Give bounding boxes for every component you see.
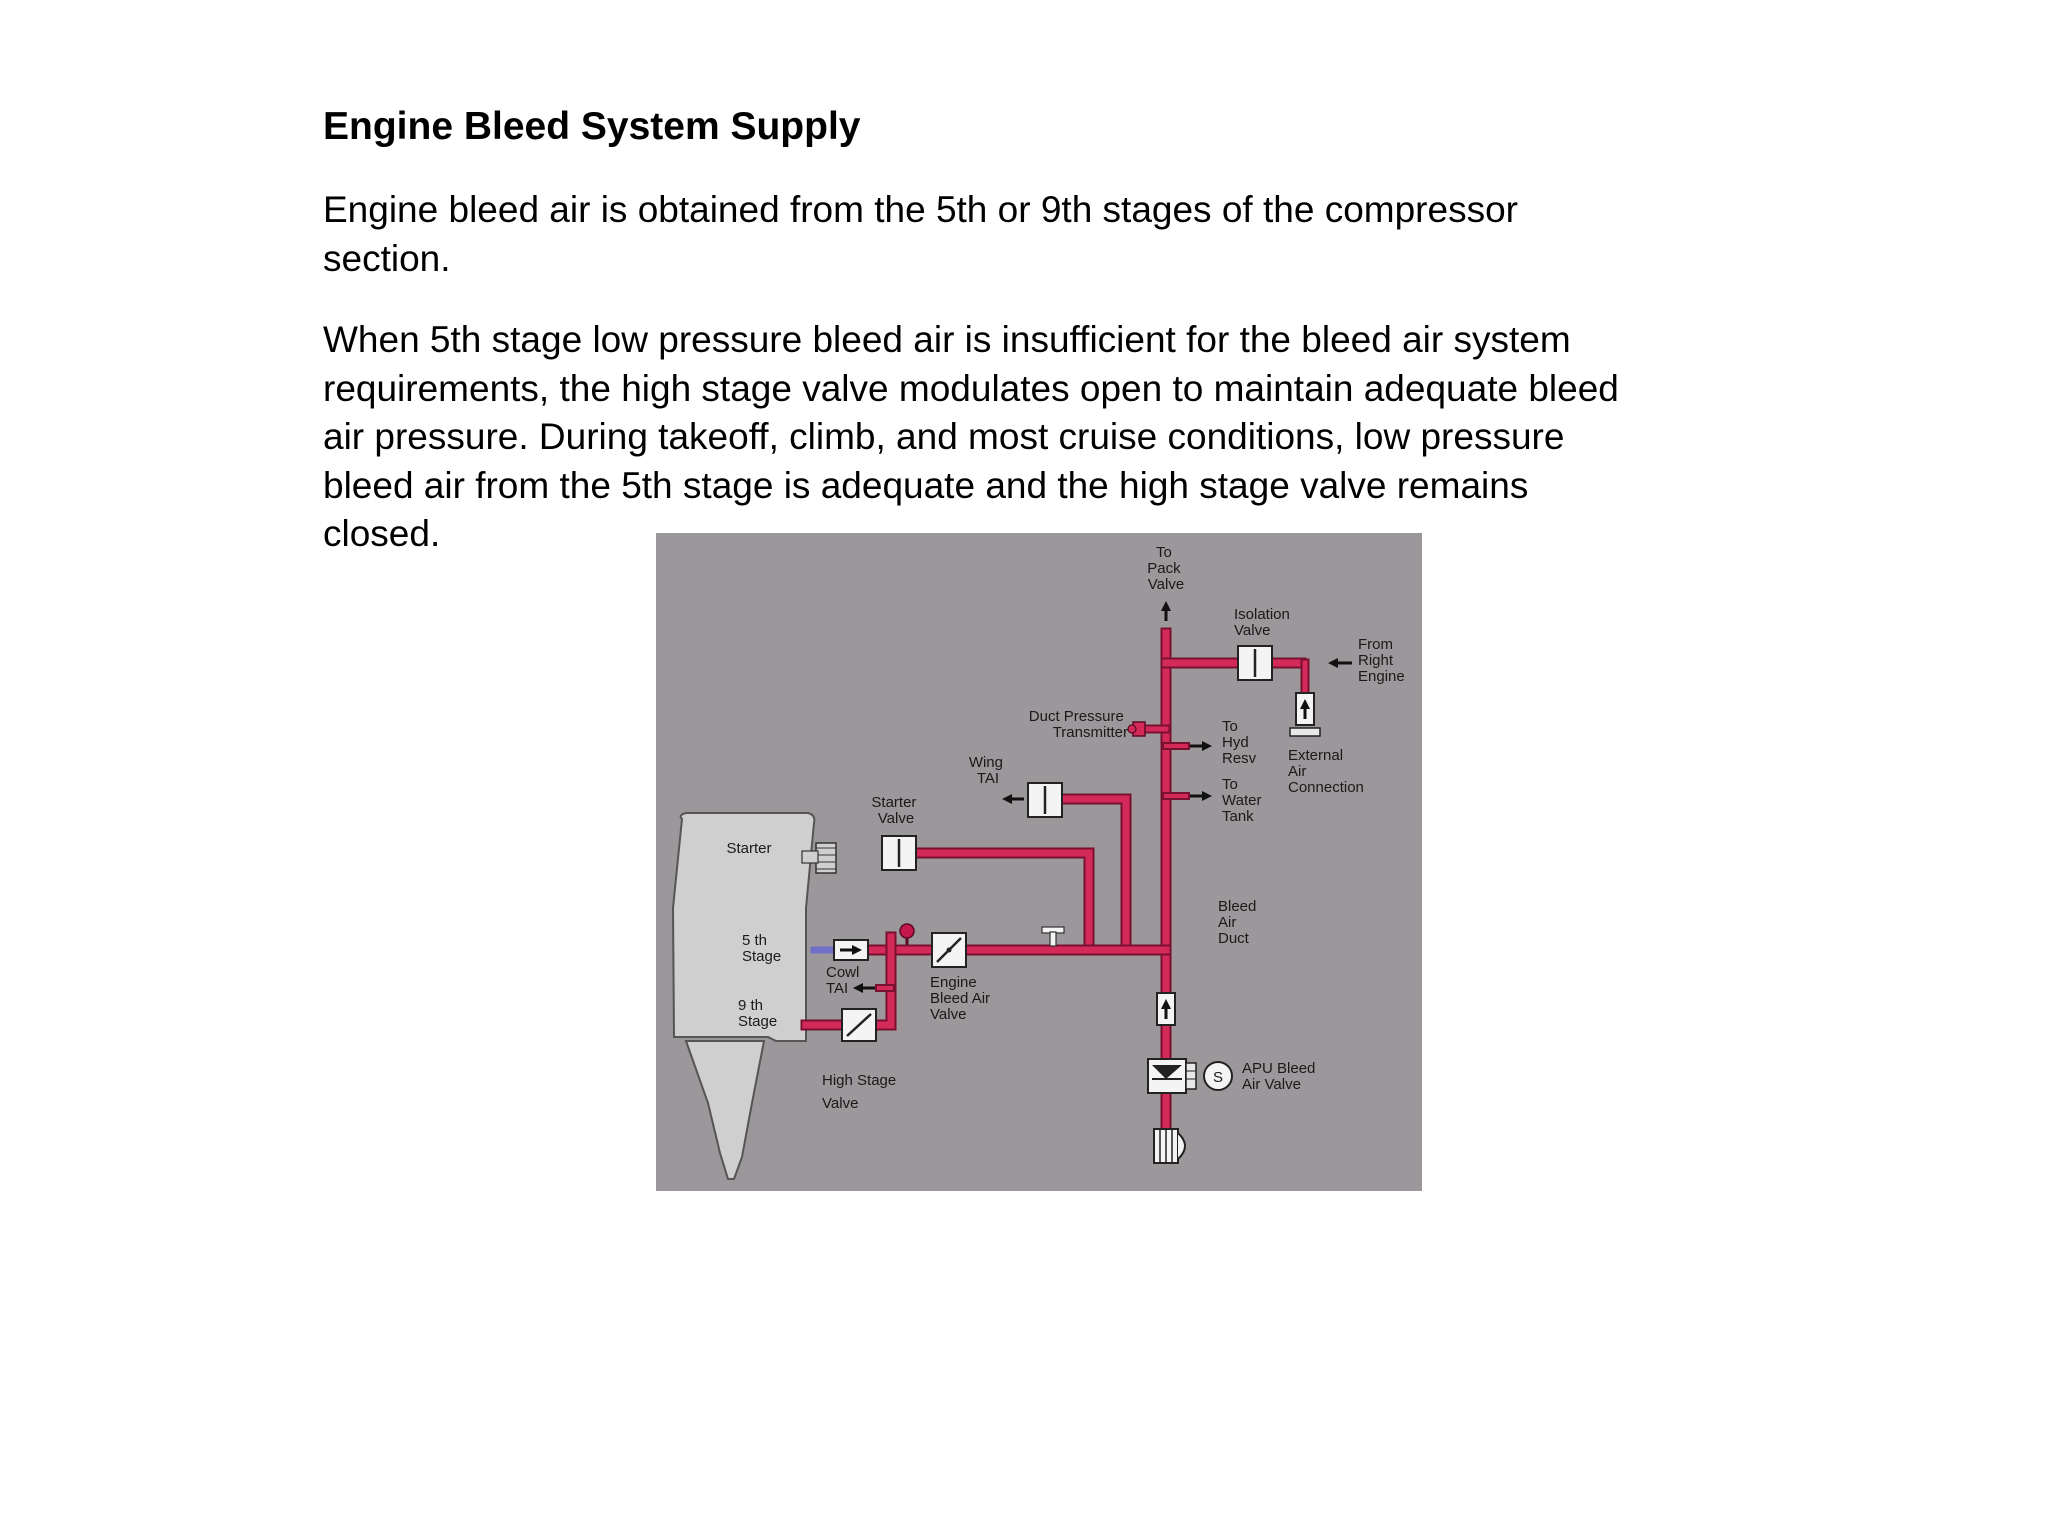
solenoid-icon: S <box>1203 1061 1233 1091</box>
body-paragraph-2: When 5th stage low pressure bleed air is… <box>323 319 1619 554</box>
isolation-valve-icon <box>1237 645 1273 681</box>
tee-fitting-icon <box>1041 926 1065 947</box>
external-air-check-valve-icon <box>1289 692 1321 737</box>
high-stage-regulator-icon <box>899 923 915 945</box>
label-wing-tai: Wing TAI <box>969 754 1007 787</box>
apu-unit-icon <box>1153 1128 1186 1164</box>
check-valve-5th-stage-icon <box>833 939 869 961</box>
starter-valve-icon <box>881 835 917 871</box>
label-isolation-valve: Isolation Valve <box>1234 606 1294 639</box>
starter-gear-icon <box>801 842 837 874</box>
engine-bleed-air-valve-icon <box>931 932 967 968</box>
label-bleed-air-duct: Bleed Air Duct <box>1218 898 1261 947</box>
engine-nacelle <box>671 812 816 1180</box>
page-title: Engine Bleed System Supply <box>323 105 861 148</box>
label-to-hyd-resv: To Hyd Resv <box>1222 718 1257 767</box>
label-to-pack-valve: To Pack Valve <box>1147 544 1185 593</box>
body-paragraph-1: Engine bleed air is obtained from the 5t… <box>323 189 1518 279</box>
check-valve-bleed-duct-icon <box>1156 992 1176 1026</box>
label-5th-stage: 5 th Stage <box>742 932 781 965</box>
label-cowl-tai: Cowl TAI <box>826 964 864 997</box>
solenoid-label: S <box>1213 1069 1223 1086</box>
apu-bleed-air-valve-icon <box>1147 1058 1197 1094</box>
engine-body <box>671 812 816 1042</box>
high-stage-valve-icon <box>841 1008 877 1042</box>
label-9th-stage: 9 th Stage <box>738 997 777 1030</box>
bleed-system-diagram-svg: S To Pack Valve Isolat <box>656 533 1422 1191</box>
flow-arrows <box>853 601 1352 993</box>
label-high-stage-valve: High Stage Valve <box>822 1072 900 1112</box>
label-duct-pressure-transmitter: Duct Pressure Transmitter <box>1029 708 1128 741</box>
label-engine-bleed-air-valve: Engine Bleed Air Valve <box>930 974 994 1023</box>
wing-tai-valve-icon <box>1027 782 1063 818</box>
label-starter: Starter <box>726 840 771 857</box>
label-from-right-engine: From Right Engine <box>1358 636 1405 685</box>
label-to-water-tank: To Water Tank <box>1222 776 1266 825</box>
label-apu-bleed-air-valve: APU Bleed Air Valve <box>1242 1060 1320 1093</box>
bleed-system-diagram: S To Pack Valve Isolat <box>656 533 1422 1191</box>
engine-exhaust-cone <box>684 1040 766 1180</box>
duct-pressure-transmitter-icon <box>1127 721 1146 737</box>
label-external-air-connection: External Air Connection <box>1288 747 1364 796</box>
label-starter-valve: Starter Valve <box>871 794 920 827</box>
diagram-labels: To Pack Valve Isolation Valve From Right… <box>726 544 1404 1112</box>
